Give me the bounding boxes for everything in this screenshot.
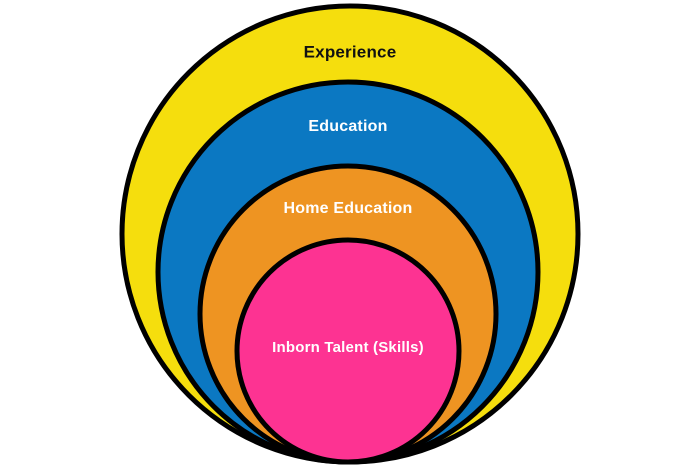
- label-education: Education: [308, 118, 387, 135]
- label-inborn-talent: Inborn Talent (Skills): [272, 339, 424, 356]
- label-experience: Experience: [304, 42, 397, 61]
- circle-inborn-talent[interactable]: [234, 237, 462, 465]
- label-home-education: Home Education: [283, 200, 412, 217]
